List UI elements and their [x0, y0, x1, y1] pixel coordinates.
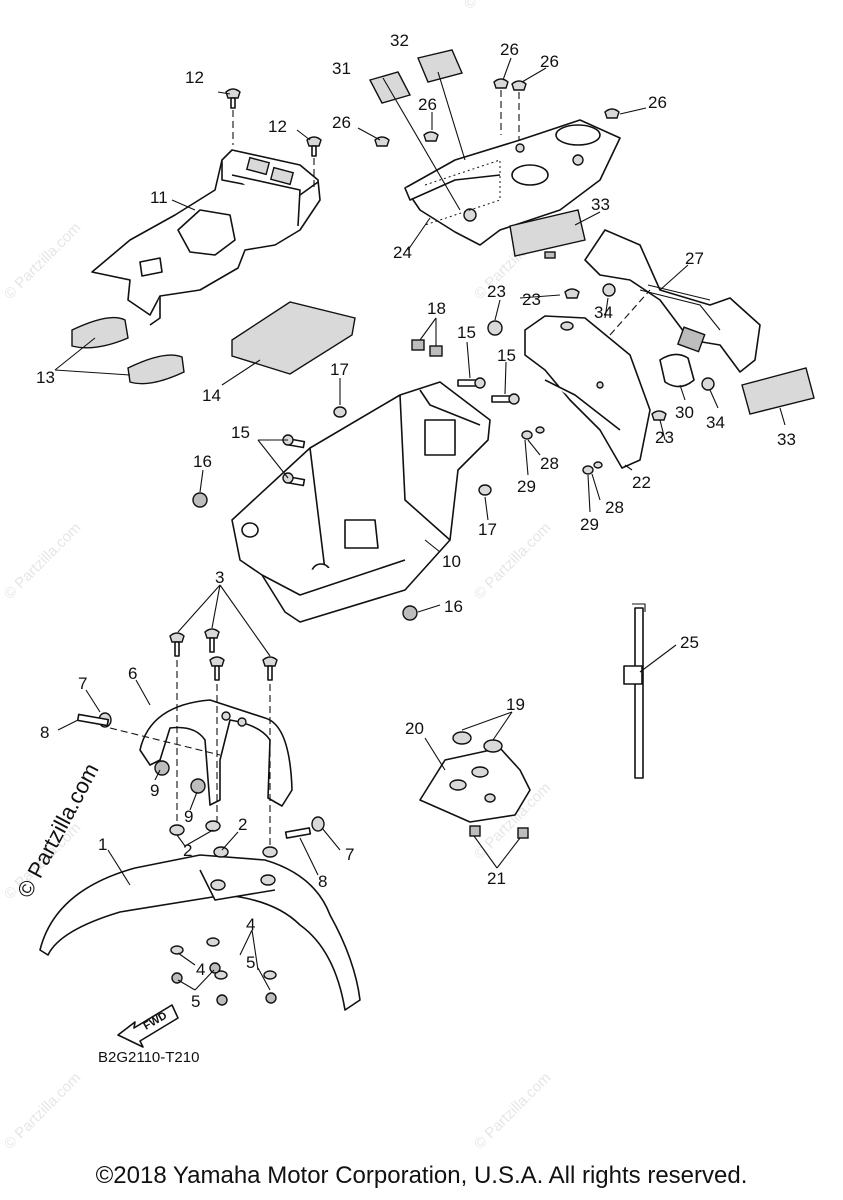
part-31-32-labels[interactable] [368, 49, 463, 104]
callout-23[interactable]: 23 [487, 282, 506, 301]
callout-12[interactable]: 12 [268, 117, 287, 136]
part-11-seat-tray[interactable] [91, 149, 321, 326]
callout-15[interactable]: 15 [457, 323, 476, 342]
callout-7[interactable]: 7 [78, 674, 87, 693]
callout-3[interactable]: 3 [215, 568, 224, 587]
part-30-grommet[interactable] [659, 353, 695, 388]
callout-26[interactable]: 26 [500, 40, 519, 59]
callout-28[interactable]: 28 [605, 498, 624, 517]
callout-12[interactable]: 12 [185, 68, 204, 87]
callout-19[interactable]: 19 [506, 695, 525, 714]
callout-21[interactable]: 21 [487, 869, 506, 888]
callout-4[interactable]: 4 [196, 960, 205, 979]
callout-labels: 1 2 2 3 4 4 5 5 6 7 7 8 8 9 9 10 11 12 1… [36, 31, 796, 1011]
callout-30[interactable]: 30 [675, 403, 694, 422]
callout-14[interactable]: 14 [202, 386, 221, 405]
callout-24[interactable]: 24 [393, 243, 412, 262]
callout-33[interactable]: 33 [777, 430, 796, 449]
callout-2[interactable]: 2 [238, 815, 247, 834]
part-20-bracket[interactable] [419, 747, 531, 823]
fwd-arrow-icon: FWD [117, 1004, 179, 1048]
watermark-text: © Partzilla.com [1, 1069, 84, 1152]
callout-29[interactable]: 29 [517, 477, 536, 496]
callout-10[interactable]: 10 [442, 552, 461, 571]
callout-20[interactable]: 20 [405, 719, 424, 738]
callout-25[interactable]: 25 [680, 633, 699, 652]
fasteners [76, 78, 715, 1006]
callout-15[interactable]: 15 [231, 423, 250, 442]
callout-23[interactable]: 23 [522, 290, 541, 309]
callout-17[interactable]: 17 [330, 360, 349, 379]
callout-26[interactable]: 26 [332, 113, 351, 132]
callout-34[interactable]: 34 [594, 303, 613, 322]
callout-5[interactable]: 5 [191, 992, 200, 1011]
part-27-license-bracket[interactable] [584, 229, 761, 373]
part-6-fender-stay[interactable] [109, 699, 293, 807]
callout-2[interactable]: 2 [183, 841, 192, 860]
callout-31[interactable]: 31 [332, 59, 351, 78]
callout-5[interactable]: 5 [246, 953, 255, 972]
callout-8[interactable]: 8 [40, 723, 49, 742]
callout-16[interactable]: 16 [444, 597, 463, 616]
callout-32[interactable]: 32 [390, 31, 409, 50]
part-33-reflector-upper[interactable] [509, 209, 586, 259]
part-22-tail-bracket[interactable] [524, 289, 651, 469]
watermark-text: © Partzilla.com [1, 519, 84, 602]
callout-17[interactable]: 17 [478, 520, 497, 539]
watermark-text: © Partzilla.com [461, 0, 544, 13]
callout-13[interactable]: 13 [36, 368, 55, 387]
figure-code: B2G2110-T210 [98, 1049, 199, 1066]
callout-26[interactable]: 26 [540, 52, 559, 71]
callout-29[interactable]: 29 [580, 515, 599, 534]
part-33-reflector-lower[interactable] [741, 367, 815, 415]
callout-22[interactable]: 22 [632, 473, 651, 492]
callout-28[interactable]: 28 [540, 454, 559, 473]
callout-4[interactable]: 4 [246, 915, 255, 934]
callout-9[interactable]: 9 [184, 807, 193, 826]
leader-lines [54, 57, 786, 991]
watermark-text: © Partzilla.com [471, 1069, 554, 1152]
callout-34[interactable]: 34 [706, 413, 725, 432]
callout-23[interactable]: 23 [655, 428, 674, 447]
watermark-text: © Partzilla.com [1, 219, 84, 302]
part-1-front-fender[interactable] [39, 854, 361, 1011]
callout-26[interactable]: 26 [418, 95, 437, 114]
callout-11[interactable]: 11 [150, 188, 168, 207]
part-10-rear-fender[interactable] [231, 381, 491, 623]
callout-15[interactable]: 15 [497, 346, 516, 365]
callout-16[interactable]: 16 [193, 452, 212, 471]
callout-26[interactable]: 26 [648, 93, 667, 112]
callout-33[interactable]: 33 [591, 195, 610, 214]
callout-7[interactable]: 7 [345, 845, 354, 864]
part-13-pads[interactable] [71, 316, 185, 385]
part-14-pad[interactable] [231, 301, 356, 375]
callout-27[interactable]: 27 [685, 249, 704, 268]
part-25-cable-tie[interactable] [623, 603, 646, 779]
callout-8[interactable]: 8 [318, 872, 327, 891]
copyright-notice: ©2018 Yamaha Motor Corporation, U.S.A. A… [95, 1162, 748, 1189]
callout-1[interactable]: 1 [98, 835, 107, 854]
callout-6[interactable]: 6 [128, 664, 137, 683]
callout-9[interactable]: 9 [150, 781, 159, 800]
part-24-tail-cover[interactable] [404, 119, 621, 246]
callout-18[interactable]: 18 [427, 299, 446, 318]
